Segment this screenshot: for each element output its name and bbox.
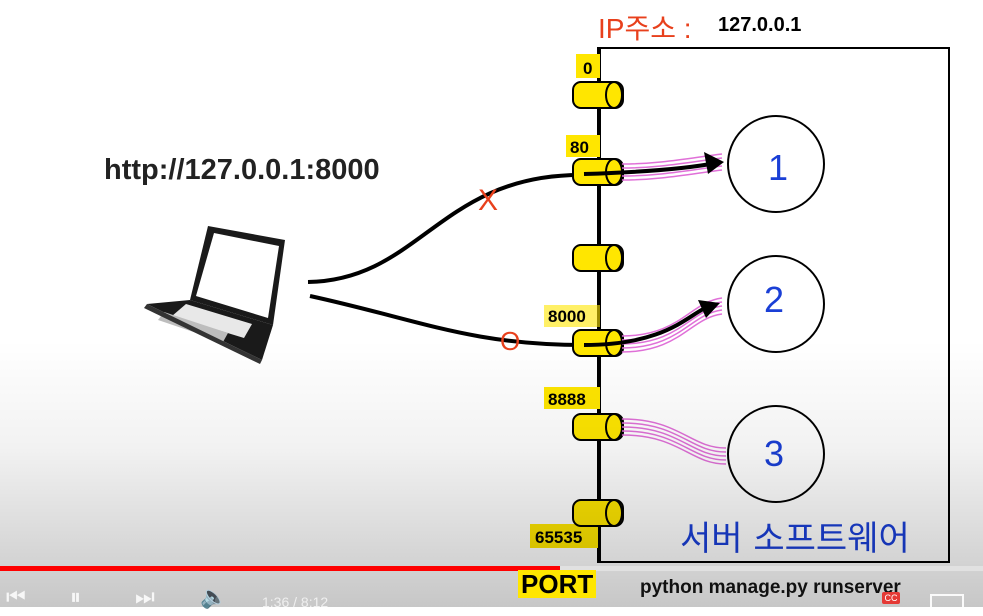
server-process-1 (727, 115, 825, 213)
url-label: http://127.0.0.1:8000 (104, 154, 380, 186)
port-label-8888: 8888 (548, 390, 586, 409)
port-title: PORT (518, 570, 597, 598)
progress-bar[interactable] (0, 566, 983, 571)
command-caption: python manage.py runserver (640, 577, 901, 598)
connection-to-port-80 (307, 173, 581, 284)
ip-value-label: 127.0.0.1 (718, 14, 801, 36)
pink-bundle-8888 (621, 418, 727, 465)
next-icon[interactable]: ⏭ (135, 584, 155, 609)
server-label-3: 3 (764, 433, 784, 474)
blocked-mark: X (478, 184, 498, 217)
port-label-0: 0 (583, 59, 592, 78)
port-label-highlight (530, 524, 598, 548)
progress-fill (0, 566, 561, 571)
arrow-head-2 (698, 300, 720, 318)
port-label-highlight (576, 54, 600, 78)
subtitles-icon[interactable]: CC (882, 592, 900, 604)
port-cylinder-65535 (572, 499, 624, 527)
port-label-highlight (544, 305, 600, 327)
laptop-icon (144, 226, 285, 364)
volume-icon[interactable]: 🔈 (200, 584, 228, 609)
port-cylinder-unlabeled (572, 244, 624, 272)
port-cylinder-8888 (572, 413, 624, 441)
ip-prefix-label: IP주소 : (598, 13, 692, 44)
port-label-highlight (566, 135, 600, 157)
allowed-mark: O (500, 326, 520, 356)
server-label-1: 1 (768, 147, 788, 188)
port-label-65535: 65535 (535, 528, 582, 547)
server-process-3 (727, 405, 825, 503)
port-label-highlight (544, 387, 600, 409)
arrow-head-1 (704, 152, 724, 174)
pause-icon[interactable]: ⏸ (70, 584, 82, 609)
connection-to-port-8000 (309, 294, 585, 347)
server-label-2: 2 (764, 279, 784, 320)
previous-icon[interactable]: ⏮ (6, 584, 26, 609)
port-label-80: 80 (570, 138, 589, 157)
server-software-caption: 서버 소프트웨어 (680, 519, 910, 559)
server-process-2 (727, 255, 825, 353)
fullscreen-icon[interactable] (930, 594, 964, 616)
port-label-8000: 8000 (548, 307, 586, 326)
time-display: 1:36 / 8:12 (262, 594, 329, 610)
port-cylinder-0 (572, 81, 624, 109)
